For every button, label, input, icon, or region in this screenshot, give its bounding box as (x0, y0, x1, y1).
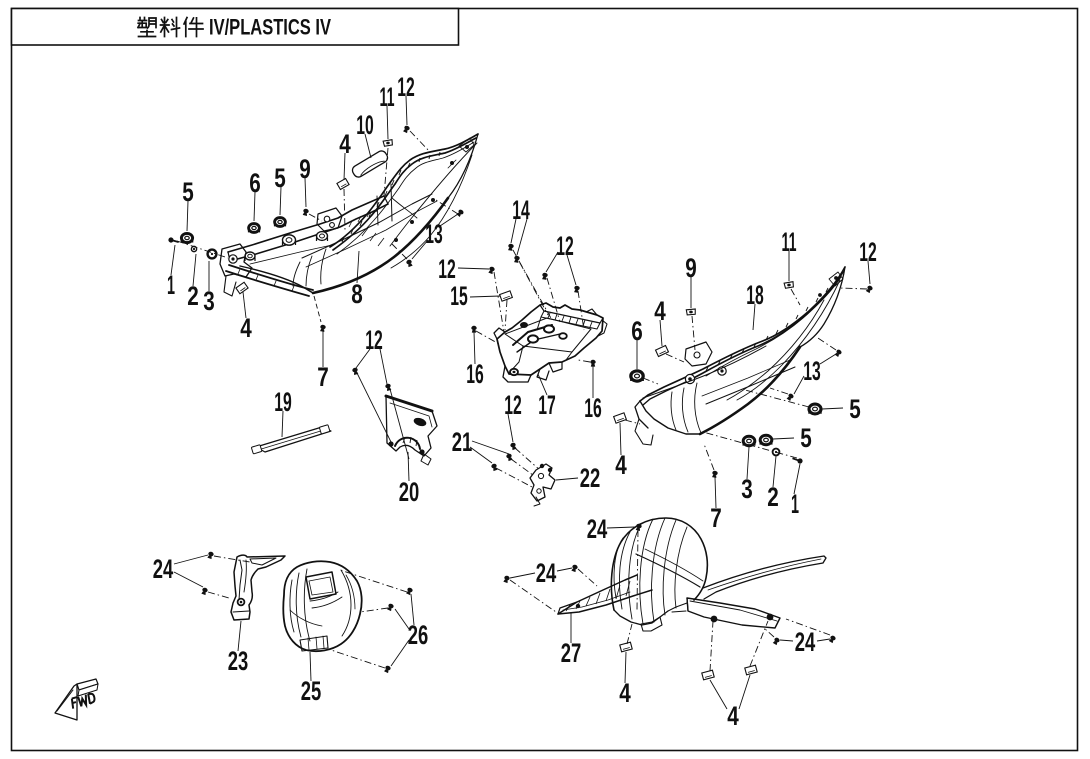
svg-text:16: 16 (466, 359, 484, 389)
svg-text:4: 4 (615, 450, 627, 480)
svg-text:24: 24 (153, 554, 174, 584)
svg-text:22: 22 (580, 463, 601, 493)
svg-text:7: 7 (710, 503, 722, 533)
svg-text:12: 12 (438, 254, 456, 284)
svg-text:4: 4 (240, 313, 252, 343)
svg-text:8: 8 (351, 279, 363, 309)
svg-text:24: 24 (795, 627, 816, 657)
svg-text:6: 6 (631, 316, 643, 346)
svg-text:13: 13 (803, 356, 821, 386)
svg-text:4: 4 (727, 701, 739, 731)
svg-text:19: 19 (274, 387, 292, 417)
svg-text:7: 7 (317, 362, 329, 392)
svg-text:12: 12 (859, 237, 877, 267)
svg-text:IV/PLASTICS IV: IV/PLASTICS IV (209, 15, 331, 40)
svg-text:12: 12 (504, 390, 522, 420)
svg-text:9: 9 (685, 253, 697, 283)
svg-text:3: 3 (741, 474, 753, 504)
svg-text:23: 23 (228, 646, 249, 676)
svg-text:13: 13 (425, 219, 443, 249)
svg-text:20: 20 (399, 477, 420, 507)
svg-text:5: 5 (274, 163, 286, 193)
svg-text:5: 5 (849, 394, 861, 424)
svg-text:4: 4 (619, 678, 631, 708)
svg-text:6: 6 (249, 168, 261, 198)
svg-text:5: 5 (800, 423, 812, 453)
svg-text:12: 12 (397, 72, 415, 102)
svg-text:11: 11 (782, 227, 797, 257)
svg-text:21: 21 (452, 427, 473, 457)
svg-text:1: 1 (791, 489, 799, 519)
svg-text:4: 4 (339, 129, 351, 159)
svg-text:2: 2 (767, 482, 779, 512)
svg-text:2: 2 (187, 281, 199, 311)
svg-text:26: 26 (408, 620, 429, 650)
svg-text:15: 15 (450, 281, 468, 311)
svg-text:1: 1 (167, 270, 175, 300)
svg-text:9: 9 (299, 154, 311, 184)
svg-text:17: 17 (538, 390, 556, 420)
svg-text:4: 4 (654, 296, 666, 326)
svg-text:11: 11 (380, 82, 395, 112)
svg-text:24: 24 (536, 558, 557, 588)
svg-text:10: 10 (356, 110, 374, 140)
svg-text:27: 27 (561, 638, 582, 668)
svg-text:18: 18 (746, 280, 764, 310)
svg-text:24: 24 (587, 514, 608, 544)
svg-text:12: 12 (556, 231, 574, 261)
svg-text:12: 12 (365, 325, 383, 355)
svg-text:16: 16 (584, 393, 602, 423)
svg-text:5: 5 (182, 177, 194, 207)
svg-text:3: 3 (203, 286, 215, 316)
svg-text:25: 25 (301, 676, 322, 706)
svg-text:14: 14 (512, 195, 530, 225)
